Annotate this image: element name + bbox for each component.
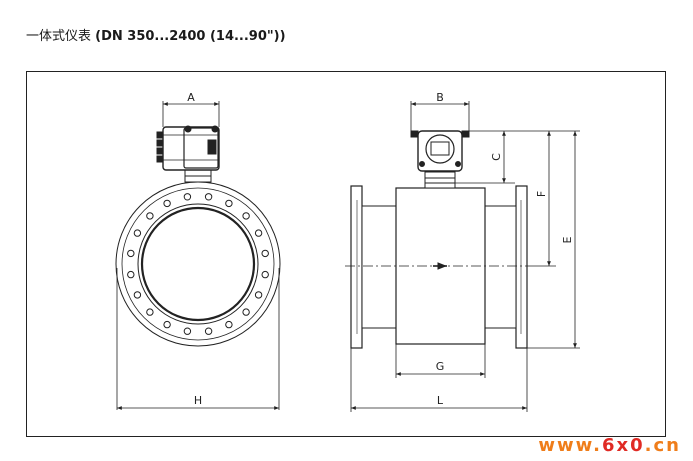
- bolt-hole: [163, 199, 171, 208]
- watermark-digits: 6x0: [602, 435, 645, 456]
- bolt-hole: [261, 270, 269, 279]
- dimension-l: [350, 348, 528, 412]
- drawing-frame: [26, 71, 666, 437]
- bolt-hole: [146, 212, 154, 220]
- title-spec: (DN 350...2400 (14...90")): [95, 29, 286, 44]
- flange-outer-circle: [115, 181, 281, 347]
- watermark-suffix: .cn: [644, 435, 681, 456]
- left-flange: [350, 185, 363, 349]
- bolt-hole: [163, 320, 171, 329]
- side-neck: [424, 171, 456, 189]
- dim-label-b: B: [436, 91, 444, 104]
- bolt-hole: [254, 229, 263, 237]
- bolt-hole: [225, 320, 233, 329]
- display-window: [425, 134, 455, 164]
- bore-outer-circle: [137, 203, 259, 325]
- watermark-prefix: www.: [538, 435, 602, 456]
- end-view: [115, 125, 281, 410]
- dim-label-e: E: [561, 236, 574, 243]
- bolt-hole: [127, 270, 135, 279]
- dimension-e: [527, 131, 580, 349]
- dimension-g: [395, 344, 486, 378]
- bolt-hole: [133, 291, 142, 299]
- dimension-f: [533, 131, 556, 267]
- bolt-hole: [204, 193, 213, 201]
- bolt-hole: [254, 291, 263, 299]
- watermark: www.6x0.cn: [538, 435, 681, 456]
- right-pipe: [484, 205, 517, 329]
- bolt-hole: [261, 249, 269, 258]
- bolt-hole: [183, 193, 192, 201]
- dim-label-c: C: [490, 153, 503, 161]
- bolt-hole: [242, 308, 250, 316]
- bolt-hole: [225, 199, 233, 208]
- dim-label-g: G: [436, 360, 445, 373]
- right-flange: [515, 185, 528, 349]
- bolt-hole: [242, 212, 250, 220]
- dim-label-f: F: [535, 191, 548, 197]
- bolt-hole: [127, 249, 135, 258]
- dimension-c: [455, 130, 580, 184]
- dim-label-l: L: [437, 394, 444, 407]
- dim-label-h: H: [194, 394, 202, 407]
- bolt-hole: [204, 327, 213, 335]
- dimension-a: [162, 101, 220, 127]
- side-view: [350, 130, 528, 349]
- bolt-hole: [183, 327, 192, 335]
- dimension-b: [410, 101, 470, 131]
- title-chinese: 一体式仪表: [26, 29, 92, 44]
- dim-label-a: A: [187, 91, 195, 104]
- bolt-hole: [146, 308, 154, 316]
- bolt-hole: [133, 229, 142, 237]
- left-pipe: [361, 205, 397, 329]
- bolt-holes: [127, 193, 269, 335]
- bore-inner-circle: [140, 206, 256, 322]
- page-title: 一体式仪表 (DN 350...2400 (14...90")): [26, 25, 286, 44]
- flange-rim-circle: [121, 187, 275, 341]
